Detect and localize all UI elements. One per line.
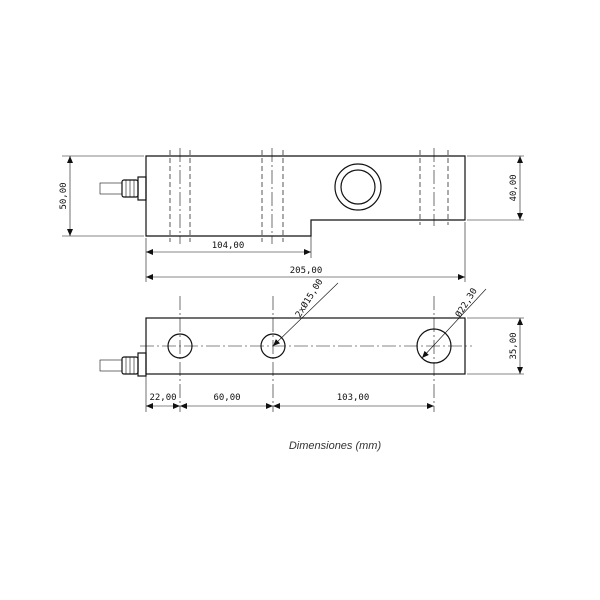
dim-offset-2: 60,00 [213, 393, 240, 403]
dim-offset-1: 22,00 [149, 393, 176, 403]
cable-gland-plan [99, 352, 147, 377]
dim-step-length: 104,00 [212, 241, 245, 251]
load-hole [416, 296, 452, 412]
side-view: 50,00 40,00 104,00 205,00 [59, 148, 524, 282]
leader-small-holes [272, 282, 339, 347]
hidden-hole-1 [169, 148, 191, 244]
side-view-body-outline [145, 155, 466, 237]
side-bore-circle [334, 163, 382, 211]
caption: Dimensiones (mm) [289, 440, 382, 452]
mount-hole-2 [260, 296, 286, 412]
dim-total-length: 205,00 [290, 266, 323, 276]
plan-view: 2xØ15,00 Ø22,30 35,00 22,00 60,00 103,00 [99, 277, 524, 412]
label-large-hole: Ø22,30 [453, 286, 480, 319]
dim-width: 35,00 [509, 332, 519, 359]
dim-offset-3: 103,00 [337, 393, 370, 403]
leader-large-hole [421, 288, 487, 359]
hidden-hole-2 [261, 148, 284, 244]
mount-hole-1 [167, 296, 193, 412]
dim-height-left: 50,00 [59, 182, 69, 209]
dim-height-right: 40,00 [509, 174, 519, 201]
hidden-hole-3 [419, 148, 449, 226]
label-small-holes: 2xØ15,00 [293, 277, 325, 320]
cable-gland-side [99, 176, 147, 201]
